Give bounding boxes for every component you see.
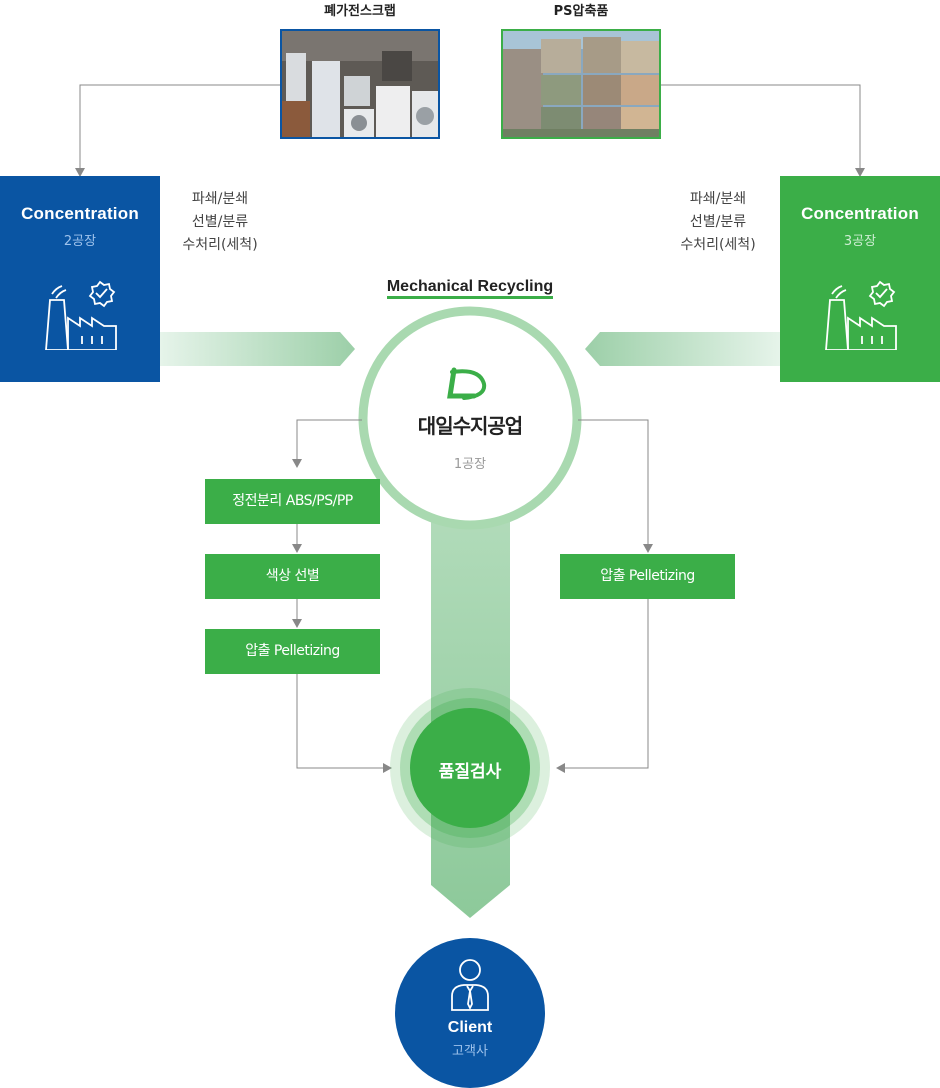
plant-2-subtitle: 2공장 xyxy=(63,234,97,249)
source-left-label: 폐가전스크랩 xyxy=(324,4,396,19)
arrow-right-icon xyxy=(383,763,392,773)
arrow-right-plant-to-hub xyxy=(585,332,780,366)
appliance-scrap-photo xyxy=(280,29,440,139)
hub-heading-wrap: Mechanical Recycling xyxy=(340,276,600,299)
factory-check-icon xyxy=(825,280,897,350)
client-subtitle: 고객사 xyxy=(452,1044,488,1059)
hub-circle xyxy=(358,306,582,530)
arrow-down-icon xyxy=(292,619,302,628)
client-title: Client xyxy=(447,1019,493,1036)
step-electrostatic-separation: 정전분리 ABS/PS/PP xyxy=(205,479,380,524)
process-step: 파쇄/분쇄 xyxy=(191,191,249,207)
process-step: 선별/분류 xyxy=(689,214,747,230)
factory-check-icon xyxy=(45,280,117,350)
source-right-connector xyxy=(660,84,861,170)
source-right-label: PS압축품 xyxy=(553,4,609,19)
quality-circle xyxy=(410,708,530,828)
hub-plant-label: 1공장 xyxy=(453,457,487,472)
process-step: 수처리(세척) xyxy=(182,237,258,253)
quality-label: 품질검사 xyxy=(438,762,502,782)
process-step: 선별/분류 xyxy=(191,214,249,230)
hub-company-name: 대일수지공업 xyxy=(417,414,523,438)
source-left-connector xyxy=(79,84,280,170)
arrow-down-icon xyxy=(643,544,653,553)
process-list-right: 파쇄/분쇄 선별/분류 수처리(세척) xyxy=(658,188,778,257)
arrow-down-icon xyxy=(292,544,302,553)
plant-3-subtitle: 3공장 xyxy=(843,234,877,249)
dl-logo-icon xyxy=(447,367,487,400)
client-circle xyxy=(395,938,545,1088)
step-color-sorting: 색상 선별 xyxy=(205,554,380,599)
process-step: 파쇄/분쇄 xyxy=(689,191,747,207)
hub-content: 대일수지공업 1공장 xyxy=(370,366,570,472)
arrow-down-icon xyxy=(855,168,865,177)
left-branch-lines xyxy=(296,419,383,769)
process-step: 수처리(세척) xyxy=(680,237,756,253)
process-list-left: 파쇄/분쇄 선별/분류 수처리(세척) xyxy=(160,188,280,257)
arrow-left-icon xyxy=(556,763,565,773)
ps-compressed-bales-photo xyxy=(501,29,661,139)
plant-3-card: Concentration 3공장 xyxy=(780,176,940,382)
arrow-down-icon xyxy=(75,168,85,177)
plant-2-card: Concentration 2공장 xyxy=(0,176,160,382)
right-branch-lines xyxy=(565,419,649,769)
person-icon xyxy=(451,959,489,1011)
hub-heading: Mechanical Recycling xyxy=(386,278,554,299)
plant-2-title: Concentration xyxy=(21,204,139,223)
client-content: Client 고객사 xyxy=(395,958,545,1059)
arrow-down-icon xyxy=(292,459,302,468)
step-pelletizing-right: 압출 Pelletizing xyxy=(560,554,735,599)
step-pelletizing-left: 압출 Pelletizing xyxy=(205,629,380,674)
plant-3-title: Concentration xyxy=(801,204,919,223)
arrow-left-plant-to-hub xyxy=(160,332,355,366)
